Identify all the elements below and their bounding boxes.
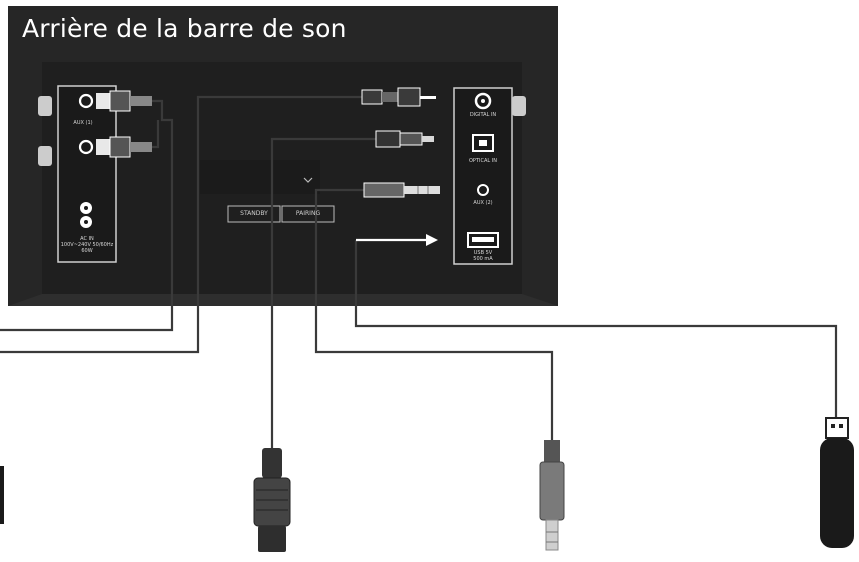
rca-socket-red-icon (78, 139, 94, 155)
rca-socket-white-icon (78, 93, 94, 109)
right-connector-panel (453, 87, 526, 265)
jack-3-5mm-icon (363, 182, 440, 198)
coaxial-socket-icon (474, 92, 492, 110)
left-connector-panel (38, 85, 117, 263)
rca-plug-icon (96, 90, 152, 158)
aux-in-1-label: AUX (1) (73, 120, 93, 126)
left-device-partial-icon (0, 466, 4, 524)
aux-jack-device-icon (539, 440, 565, 551)
optical-socket-icon (472, 134, 494, 152)
usb-arrow-icon (356, 234, 438, 246)
coaxial-plug-icon (361, 87, 436, 107)
optical-plug-device-icon (253, 448, 291, 552)
control-buttons (227, 177, 335, 223)
usb-label: USB 5V 500 mA (473, 250, 493, 262)
ac-power-socket-icon (80, 202, 92, 228)
usb-socket-icon (467, 232, 499, 248)
usb-stick-icon (820, 417, 854, 548)
digital-in-label: DIGITAL IN (469, 112, 497, 118)
page-title: Arrière de la barre de son (22, 14, 347, 43)
aux-jack-socket-icon (477, 184, 489, 196)
standby-button: STANDBY (240, 210, 268, 217)
optical-in-label: OPTICAL IN (469, 158, 497, 164)
ac-in-label: AC IN 100V~240V 50/60Hz 60W (60, 236, 114, 254)
optical-plug-icon (375, 130, 434, 148)
pairing-button: PAIRING (295, 210, 321, 217)
cables (0, 95, 838, 448)
aux-in-2-label: AUX (2) (473, 200, 493, 206)
